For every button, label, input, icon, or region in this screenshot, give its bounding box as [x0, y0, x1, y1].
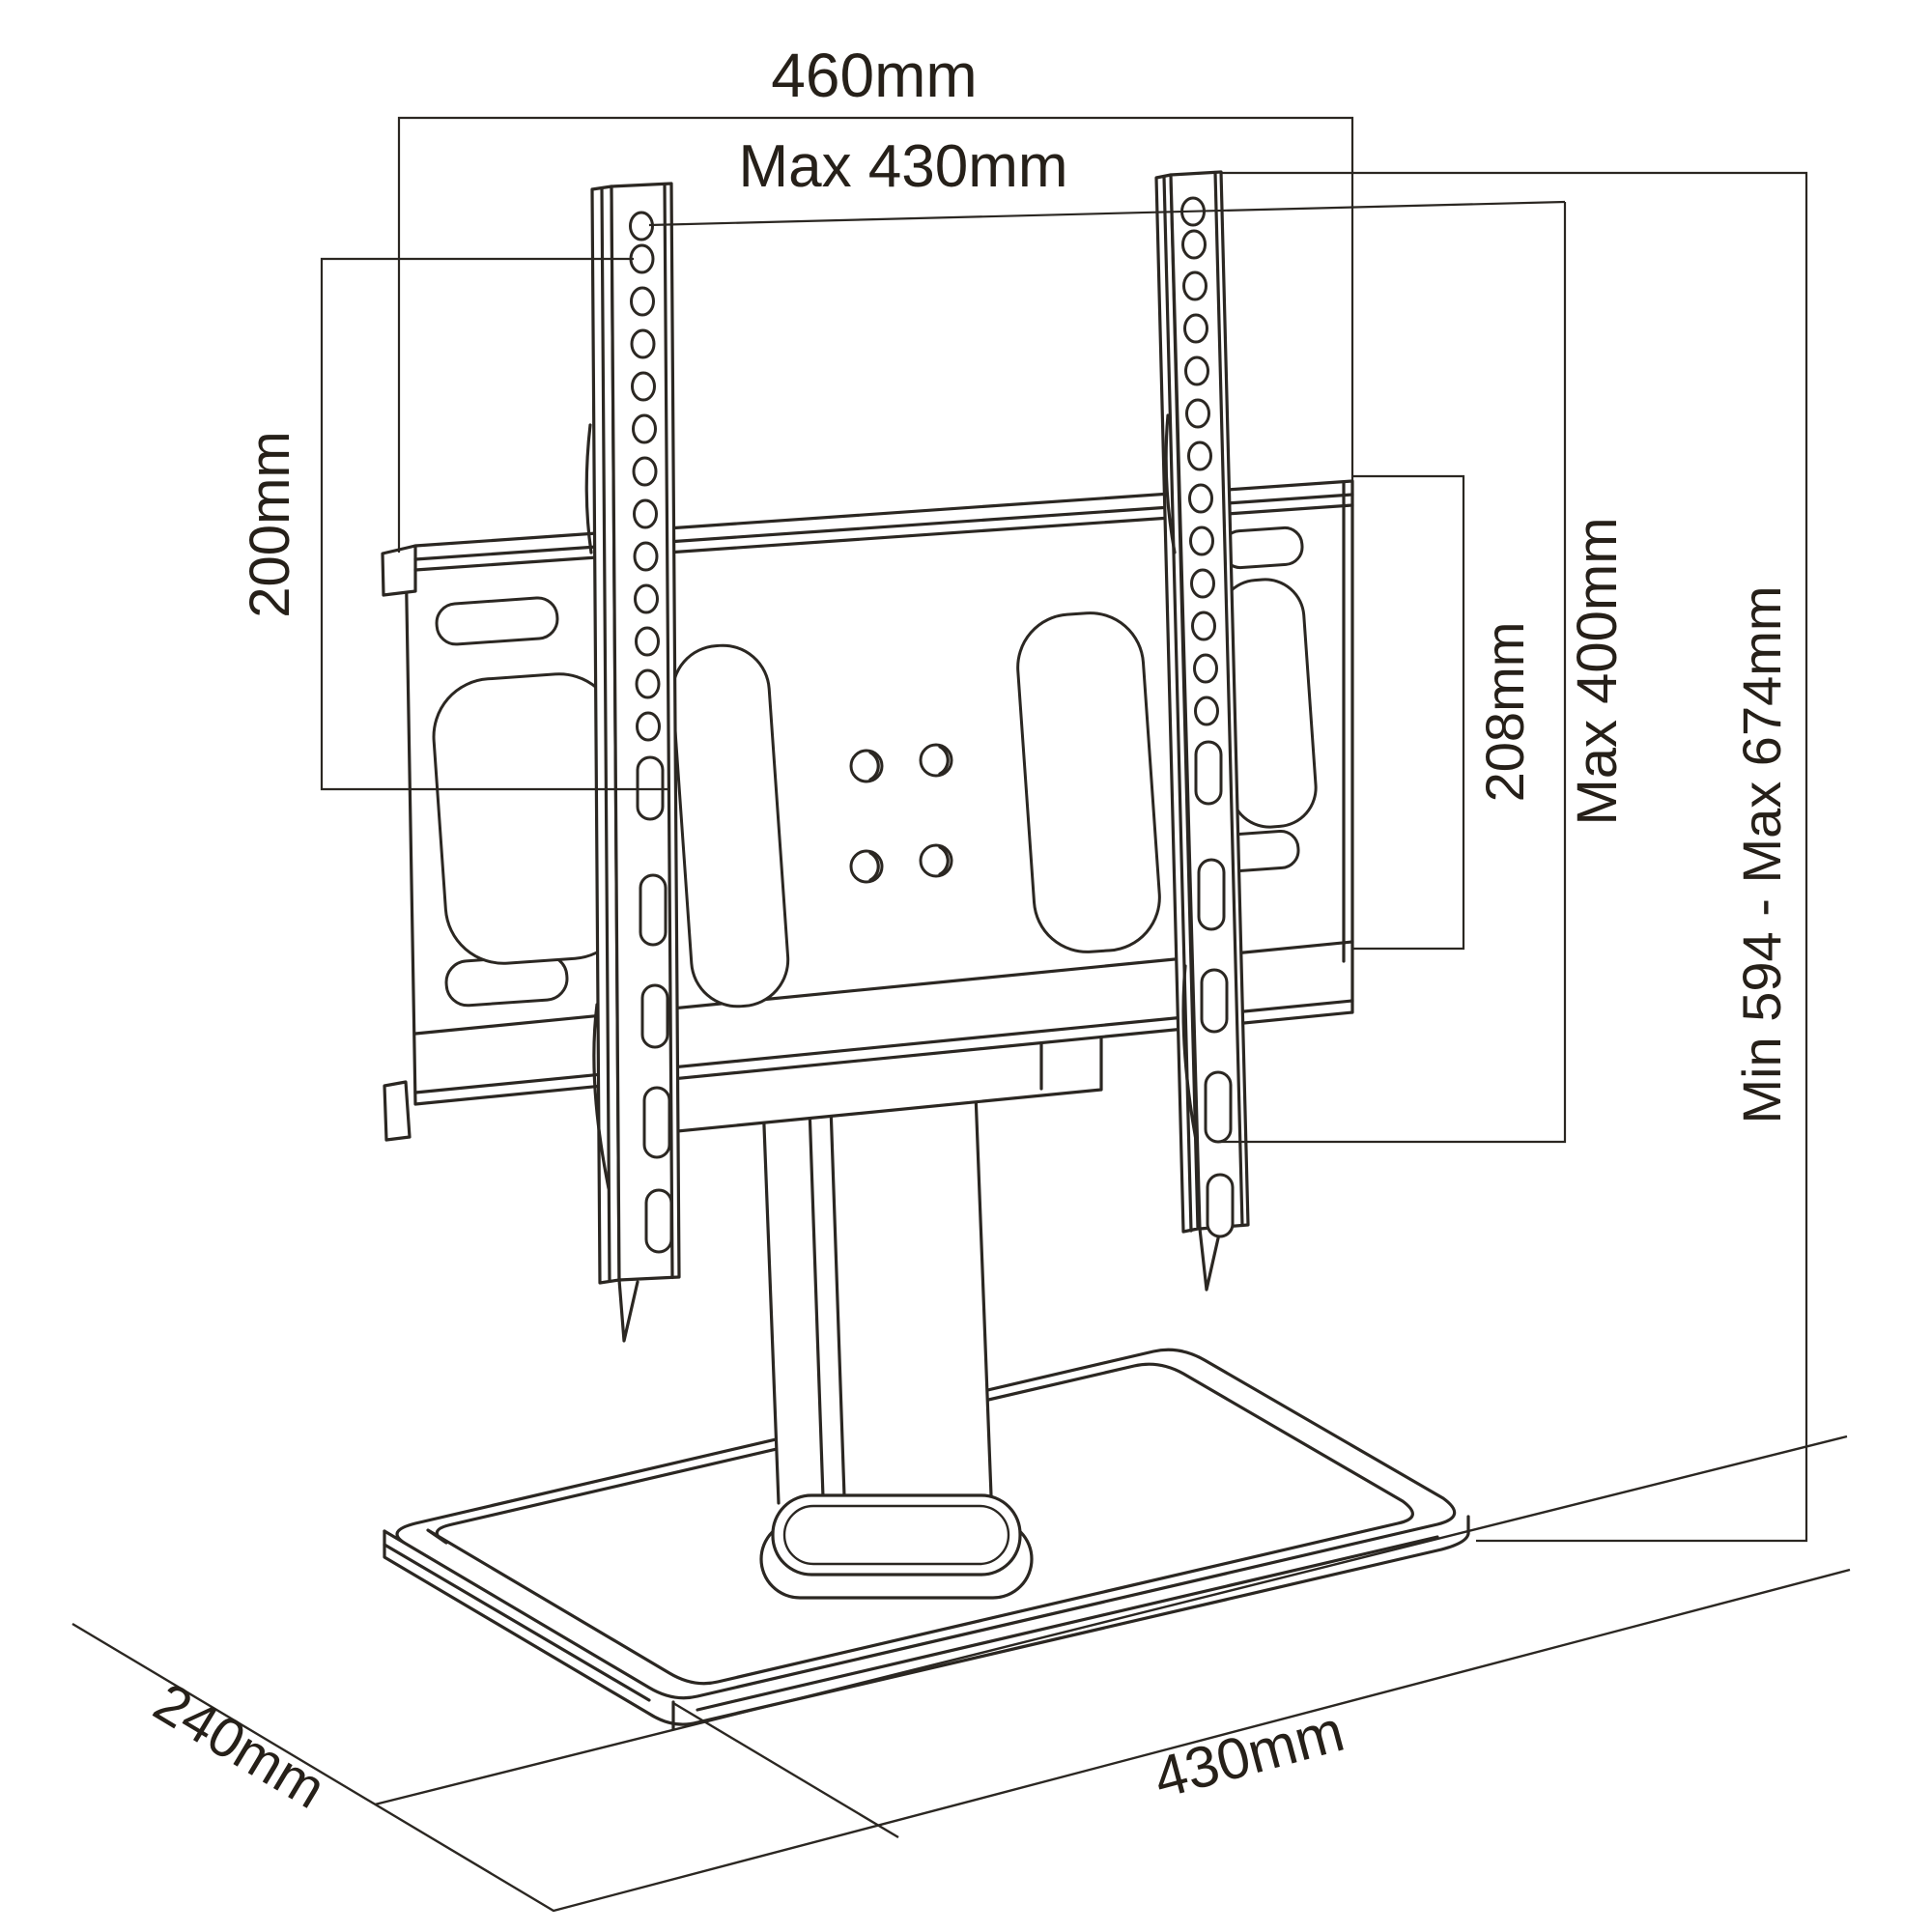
dim-max400-bracket: [1218, 202, 1567, 1144]
wing-slot: [435, 596, 559, 646]
label-height-range: Min 594 - Max 674mm: [1731, 585, 1792, 1123]
dim-460-box: [397, 116, 1354, 553]
floor-outline: [71, 1435, 1851, 1913]
plate-screw-holes: [849, 743, 953, 884]
column-collar: [759, 1493, 1034, 1600]
label-max-hole-width: Max 430mm: [738, 133, 1067, 200]
rail-holes: [629, 211, 661, 742]
label-top-width: 460mm: [771, 41, 977, 110]
label-max-hole-height: Max 400mm: [1566, 517, 1629, 825]
plate-cutout: [1016, 611, 1161, 953]
dim-max430-leader: [648, 200, 1566, 227]
plate-bottom-left-tab: [383, 1080, 412, 1142]
wing-slot: [1221, 526, 1304, 570]
label-plate-height: 208mm: [1474, 622, 1535, 803]
dimension-labels: 460mm Max 430mm 200mm 208mm Max 400mm Mi…: [143, 41, 1792, 1821]
label-left-hole-spacing: 200mm: [239, 431, 301, 617]
left-vesa-rail: [584, 182, 681, 1343]
dim-min594-max674-bracket: [1221, 171, 1808, 1543]
column-seam-line: [829, 1104, 846, 1498]
right-vesa-rail: [1154, 170, 1250, 1292]
column-seam-line: [808, 1105, 825, 1499]
dim-200-bracket: [320, 257, 668, 791]
dim-208-bracket: [1352, 474, 1465, 951]
plate-top-left-tab: [381, 544, 417, 597]
label-base-depth: 240mm: [143, 1671, 335, 1821]
plate-cutout: [670, 643, 790, 1009]
label-base-width: 430mm: [1147, 1698, 1350, 1811]
rail-slots: [1194, 740, 1235, 1238]
dimension-lines: [320, 116, 1808, 1543]
stand-column: [761, 1092, 993, 1505]
